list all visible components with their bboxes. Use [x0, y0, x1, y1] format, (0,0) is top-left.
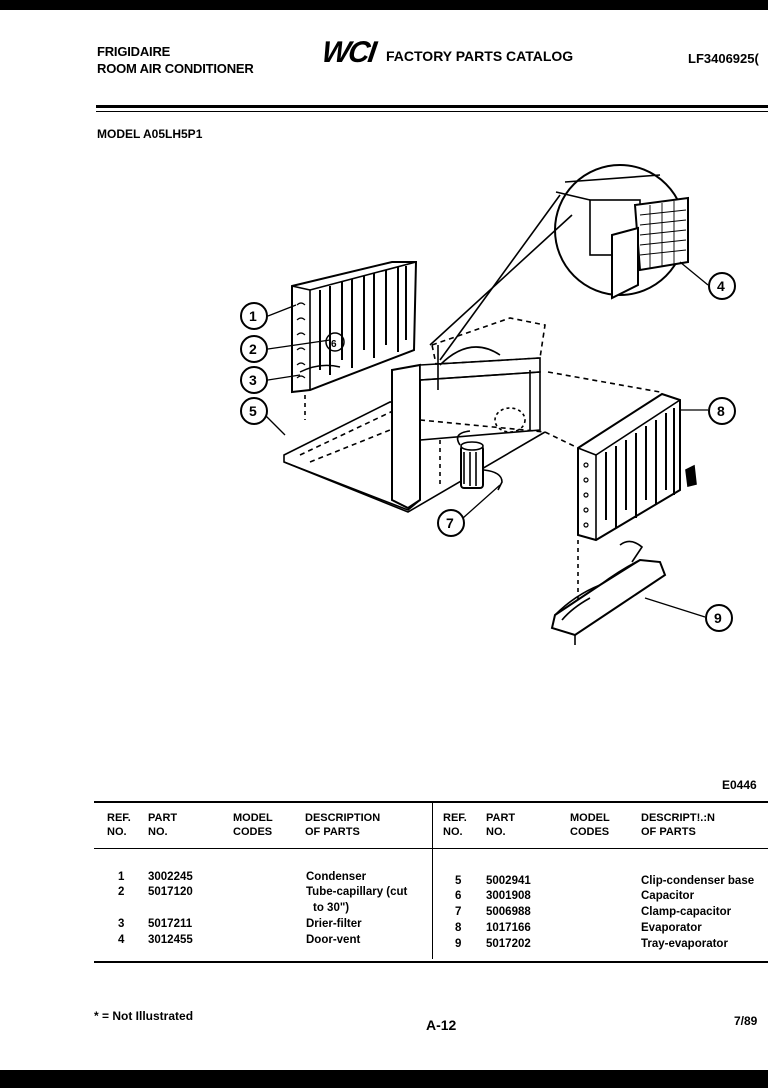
header-ref-right: REF.NO.	[443, 812, 467, 838]
callout-7: 7	[437, 509, 465, 537]
table-divider	[432, 803, 433, 959]
doc-number: LF3406925(	[688, 51, 759, 66]
brand-block: FRIGIDAIRE ROOM AIR CONDITIONER	[97, 43, 254, 77]
svg-text:1: 1	[249, 308, 257, 324]
bottom-scan-border	[0, 1070, 768, 1088]
condenser-drawing	[291, 261, 418, 420]
callout-8: 8	[708, 397, 736, 425]
callout-6-inline: 6	[331, 339, 337, 350]
leader-lines	[265, 261, 709, 618]
exploded-parts-diagram: 1 2 3 5 4 8 7 9 6	[240, 164, 736, 645]
figure-code: E0446	[722, 778, 757, 792]
footnote: * = Not Illustrated	[94, 1009, 194, 1023]
callout-9: 9	[705, 604, 733, 632]
product-type: ROOM AIR CONDITIONER	[97, 61, 254, 76]
page-number: A-12	[426, 1017, 457, 1033]
revision-date: 7/89	[734, 1014, 758, 1028]
callout-1: 1	[240, 302, 268, 330]
door-vent-inset	[429, 164, 689, 361]
table-top-rule	[94, 801, 768, 803]
catalog-title: FACTORY PARTS CATALOG	[386, 48, 574, 64]
svg-text:8: 8	[717, 403, 725, 419]
header-rule	[96, 105, 768, 108]
svg-text:2: 2	[249, 341, 257, 357]
top-scan-border	[0, 0, 768, 10]
tray-drawing	[550, 540, 667, 645]
callout-3: 3	[240, 366, 268, 394]
table-header-rule	[94, 848, 768, 849]
callout-5: 5	[240, 397, 268, 425]
svg-text:7: 7	[446, 515, 454, 531]
wci-logo: WCI	[319, 36, 377, 69]
svg-text:9: 9	[714, 610, 722, 626]
partition-drawing	[391, 317, 546, 510]
header-rule-thin	[96, 111, 768, 112]
svg-text:4: 4	[717, 278, 725, 294]
callout-4: 4	[708, 272, 736, 300]
svg-text:6: 6	[331, 339, 337, 350]
evaporator-drawing	[544, 371, 697, 610]
header-ref-left: REF.NO.	[107, 812, 131, 838]
model-label: MODEL A05LH5P1	[97, 127, 203, 141]
svg-text:3: 3	[249, 372, 257, 388]
capacitor-drawing	[456, 430, 503, 491]
brand-name: FRIGIDAIRE	[97, 44, 171, 59]
table-bottom-rule	[94, 961, 768, 963]
callout-2: 2	[240, 335, 268, 363]
svg-text:5: 5	[249, 403, 257, 419]
